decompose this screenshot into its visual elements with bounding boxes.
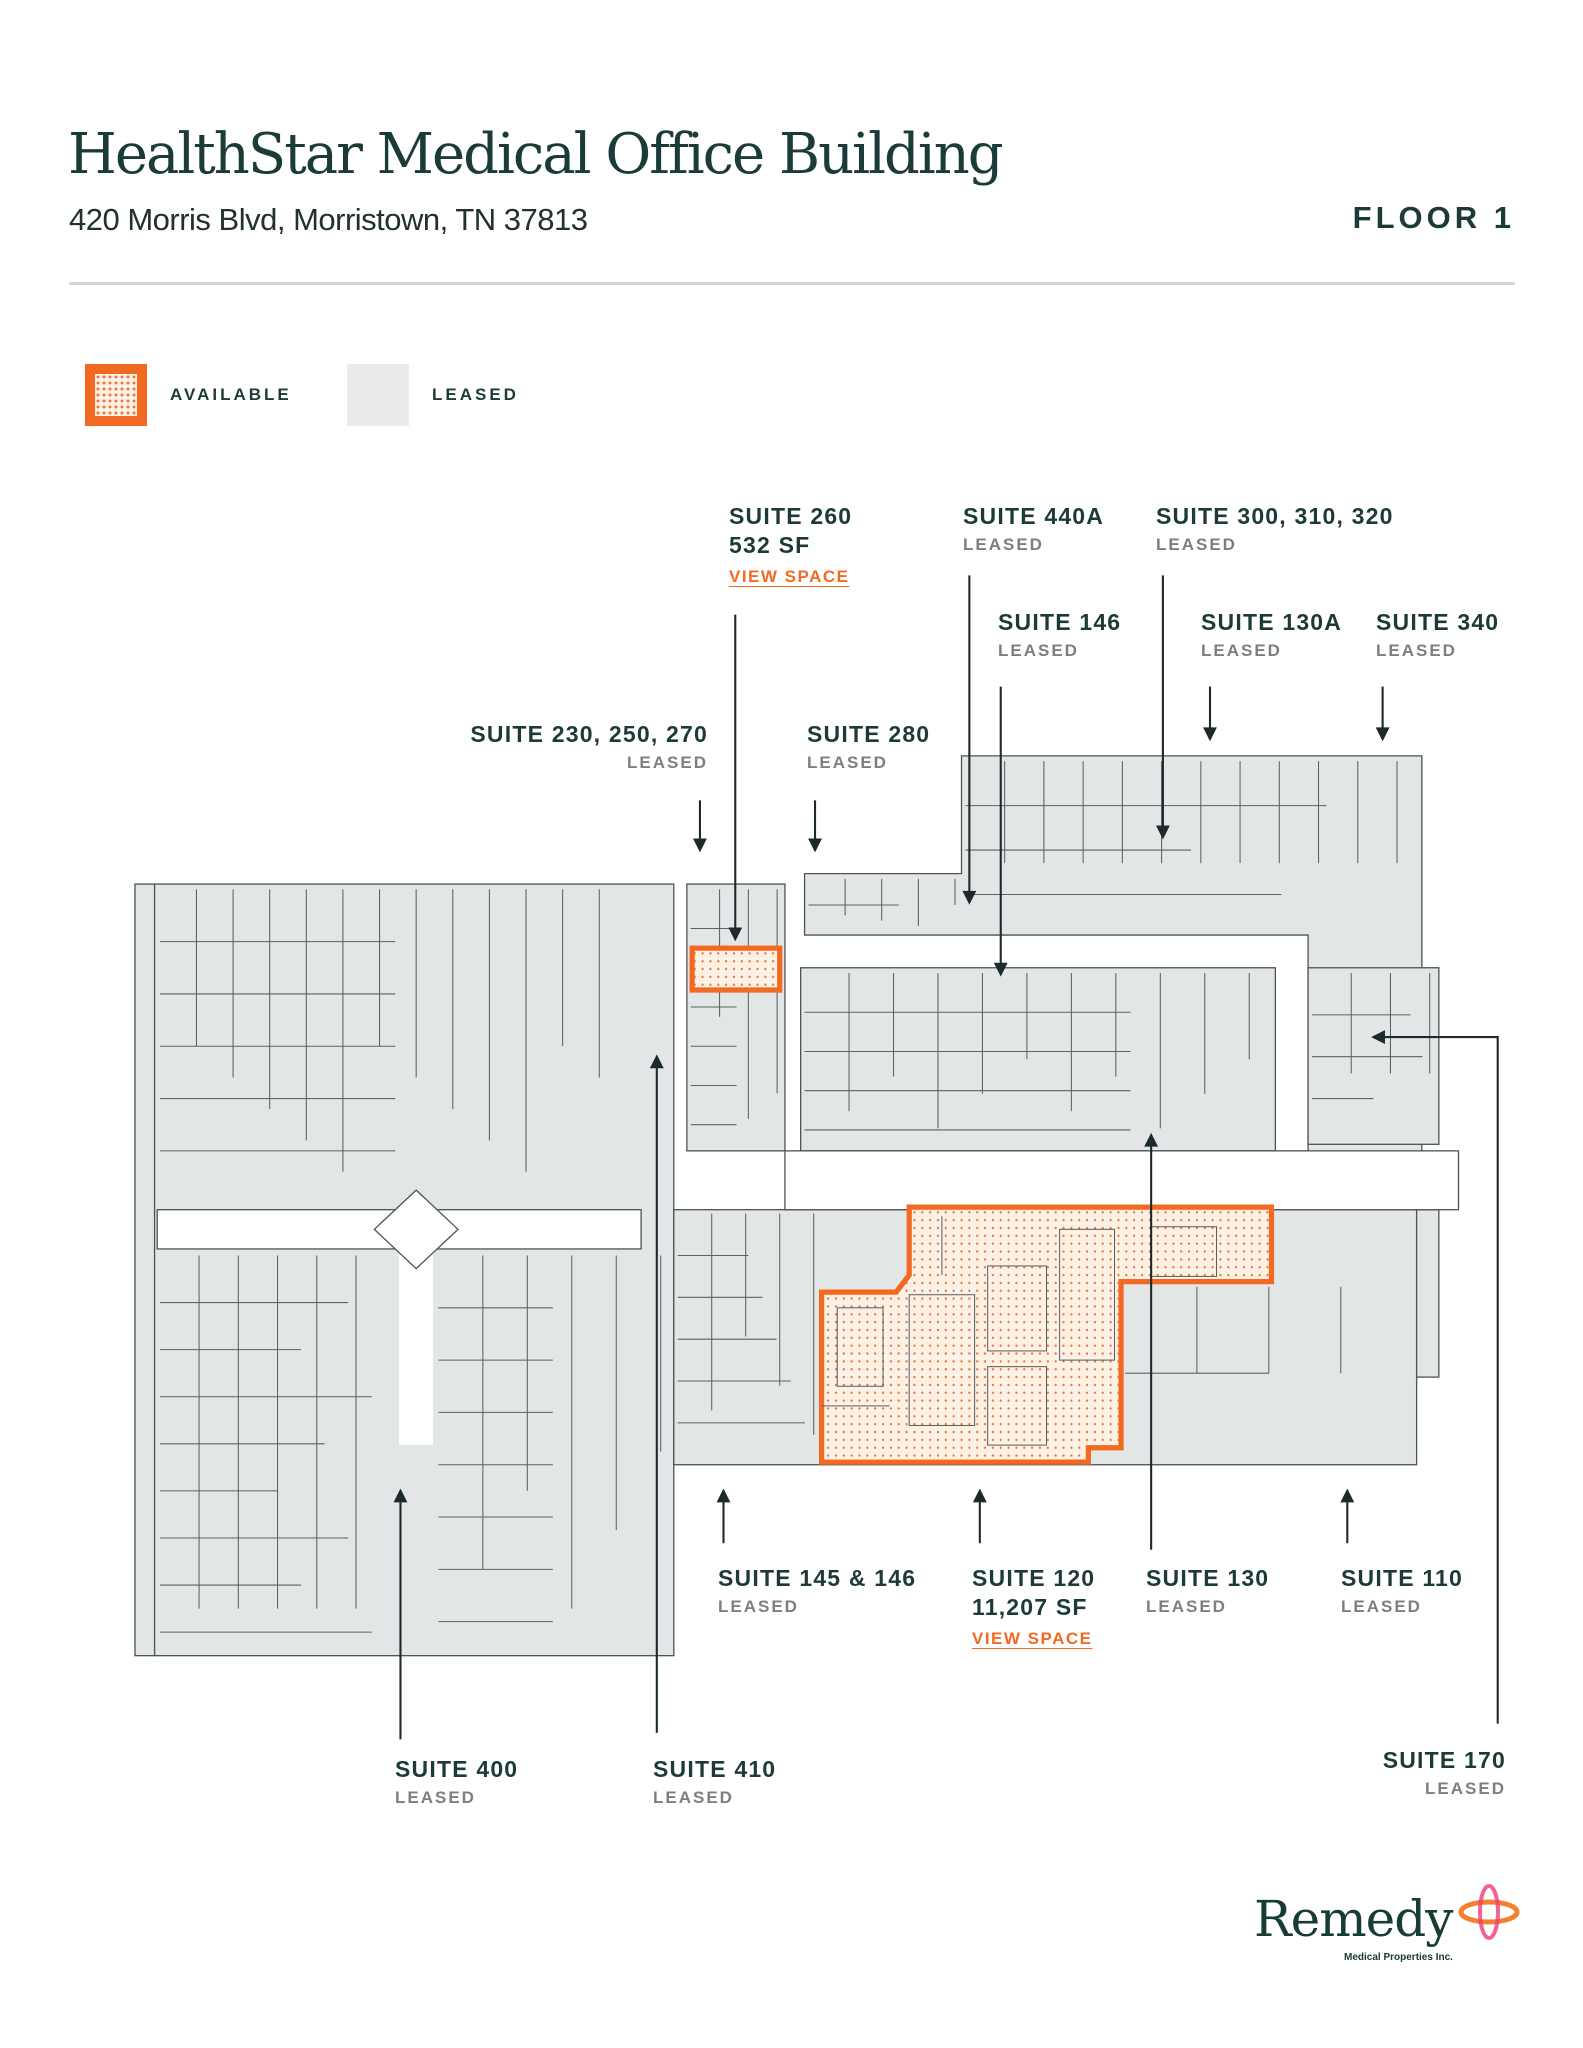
page-title: HealthStar Medical Office Building bbox=[68, 122, 1004, 187]
arrowhead-icon bbox=[1203, 727, 1217, 742]
suite-size: 532 SF bbox=[729, 532, 811, 558]
suite-name: SUITE 280 bbox=[807, 721, 931, 747]
suite-230-label: SUITE 230, 250, 270 LEASED bbox=[470, 720, 708, 777]
suite-status: LEASED bbox=[718, 1597, 799, 1616]
arrowhead-icon bbox=[1155, 825, 1170, 840]
suite-status: LEASED bbox=[963, 535, 1044, 554]
suite-300-label: SUITE 300, 310, 320 LEASED bbox=[1156, 502, 1394, 559]
suite-146-label: SUITE 146 LEASED bbox=[998, 608, 1121, 665]
suite-name: SUITE 110 bbox=[1341, 1565, 1464, 1591]
arrowhead-icon bbox=[1375, 727, 1390, 742]
legend-leased-label: LEASED bbox=[432, 385, 519, 404]
suite-260-label: SUITE 260 532 SF VIEW SPACE bbox=[729, 502, 852, 594]
divider bbox=[69, 282, 1515, 285]
parking-strip bbox=[134, 883, 156, 1657]
suite-name: SUITE 410 bbox=[653, 1756, 777, 1782]
arrowhead-icon bbox=[993, 962, 1008, 977]
atrium bbox=[373, 1189, 459, 1270]
suite-120-label: SUITE 120 11,207 SF VIEW SPACE bbox=[972, 1564, 1095, 1656]
suite-name: SUITE 170 bbox=[1382, 1747, 1506, 1773]
wing-east bbox=[1307, 967, 1440, 1145]
legend-available-swatch bbox=[85, 364, 147, 426]
suite-340-label: SUITE 340 LEASED bbox=[1376, 608, 1499, 665]
logo-wordmark: Remedy bbox=[1254, 1890, 1453, 1948]
arrowhead-icon bbox=[1340, 1488, 1355, 1503]
suite-status: LEASED bbox=[1156, 535, 1237, 554]
suite-170-label: SUITE 170 LEASED bbox=[1383, 1746, 1506, 1803]
view-space-link[interactable]: VIEW SPACE bbox=[729, 567, 850, 586]
arrowhead-icon bbox=[728, 927, 743, 942]
arrowhead-icon bbox=[1144, 1132, 1159, 1147]
leader-line bbox=[1383, 1036, 1499, 1724]
suite-name: SUITE 260 bbox=[729, 503, 853, 529]
suite-130a-label: SUITE 130A LEASED bbox=[1201, 608, 1342, 665]
logo-tagline: Medical Properties Inc. bbox=[1344, 1952, 1453, 1963]
suite-400-label: SUITE 400 LEASED bbox=[395, 1755, 518, 1812]
arrowhead-icon bbox=[808, 838, 822, 853]
suite-status: LEASED bbox=[653, 1788, 734, 1807]
east-strip bbox=[1415, 1209, 1440, 1378]
suite-status: LEASED bbox=[1146, 1597, 1227, 1616]
arrowhead-icon bbox=[972, 1488, 987, 1503]
suite-280-label: SUITE 280 LEASED bbox=[807, 720, 930, 777]
legend-leased-swatch bbox=[347, 364, 409, 426]
suite-status: LEASED bbox=[395, 1788, 476, 1807]
arrowhead-icon bbox=[1371, 1030, 1385, 1045]
remedy-logo: Remedy Medical Properties Inc. bbox=[1254, 1884, 1524, 1970]
suite-145-label: SUITE 145 & 146 LEASED bbox=[718, 1564, 916, 1621]
address: 420 Morris Blvd, Morristown, TN 37813 bbox=[69, 202, 588, 237]
floor-label: FLOOR 1 bbox=[1352, 200, 1515, 235]
logo-mark-icon bbox=[1458, 1884, 1520, 1940]
view-space-link[interactable]: VIEW SPACE bbox=[972, 1629, 1093, 1648]
suite-name: SUITE 340 bbox=[1376, 609, 1500, 635]
suite-name: SUITE 130A bbox=[1201, 609, 1343, 635]
suite-name: SUITE 300, 310, 320 bbox=[1156, 503, 1394, 529]
arrowhead-icon bbox=[962, 890, 977, 905]
suite-status: LEASED bbox=[998, 641, 1079, 660]
corridor-north bbox=[784, 1150, 1460, 1211]
suite-status: LEASED bbox=[1201, 641, 1282, 660]
suite-410-label: SUITE 410 LEASED bbox=[653, 1755, 776, 1812]
suite-size: 11,207 SF bbox=[972, 1594, 1088, 1620]
suite-status: LEASED bbox=[1376, 641, 1457, 660]
suite-name: SUITE 120 bbox=[972, 1565, 1096, 1591]
suite-130-label: SUITE 130 LEASED bbox=[1146, 1564, 1269, 1621]
suite-status: LEASED bbox=[1341, 1597, 1422, 1616]
suite-name: SUITE 146 bbox=[998, 609, 1122, 635]
suite-260-available[interactable] bbox=[689, 945, 783, 993]
wing-central bbox=[800, 967, 1277, 1152]
suite-440a-label: SUITE 440A LEASED bbox=[963, 502, 1104, 559]
arrowhead-icon bbox=[649, 1054, 664, 1069]
suite-name: SUITE 145 & 146 bbox=[718, 1565, 917, 1591]
suite-name: SUITE 130 bbox=[1146, 1565, 1270, 1591]
suite-status: LEASED bbox=[627, 753, 708, 772]
suite-name: SUITE 400 bbox=[395, 1756, 519, 1782]
suite-name: SUITE 440A bbox=[963, 503, 1105, 529]
suite-status: LEASED bbox=[807, 753, 888, 772]
suite-status: LEASED bbox=[1425, 1779, 1506, 1798]
legend-available-label: AVAILABLE bbox=[170, 385, 292, 404]
suite-name: SUITE 230, 250, 270 bbox=[470, 721, 708, 747]
arrowhead-icon bbox=[393, 1488, 408, 1503]
arrowhead-icon bbox=[693, 838, 707, 853]
suite-110-label: SUITE 110 LEASED bbox=[1341, 1564, 1463, 1621]
corridor-vertical bbox=[399, 1248, 434, 1446]
arrowhead-icon bbox=[716, 1488, 731, 1503]
